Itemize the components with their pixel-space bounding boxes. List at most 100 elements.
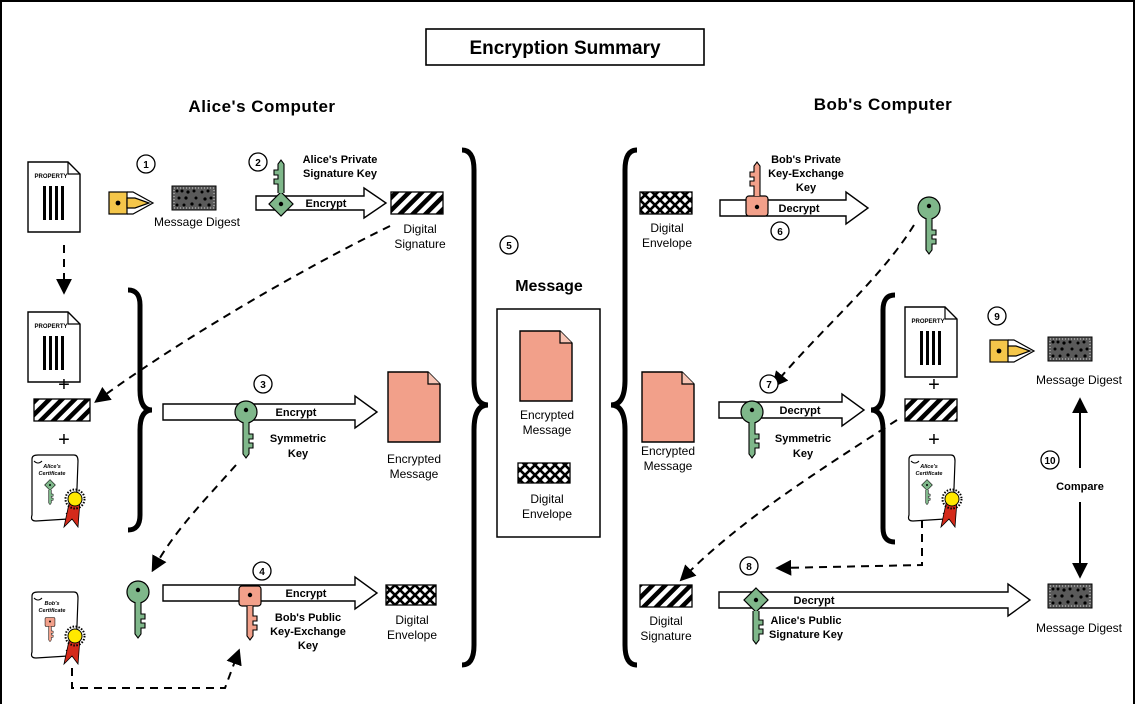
svg-text:Alice's: Alice's	[919, 464, 938, 470]
alice-plaintext-document: PROPERTY	[27, 161, 81, 233]
transmitted-envelope-icon	[517, 462, 571, 484]
step-4-marker: 4	[252, 561, 272, 581]
bob-public-key-label-2: Key-Exchange	[270, 626, 346, 638]
alice-public-key-label-1: Alice's Public	[770, 615, 841, 627]
bob-encrypted-label-1: Encrypted	[641, 444, 695, 458]
bob-digital-envelope-icon	[639, 191, 693, 215]
encrypted-message-label-2: Message	[390, 467, 439, 481]
bob-hash-function-icon	[989, 339, 1035, 363]
step-2-marker: 2	[248, 152, 268, 172]
bob-private-exchange-key-icon	[745, 161, 769, 217]
bob-public-key-label-3: Key	[298, 640, 319, 652]
svg-text:PROPERTY: PROPERTY	[34, 324, 67, 330]
digital-envelope-label-1: Digital	[395, 613, 428, 627]
message-title: Message	[515, 278, 583, 295]
svg-text:3: 3	[260, 380, 266, 391]
alice-private-key-label-2: Signature Key	[303, 168, 378, 180]
alice-certificate-icon: Alice's Certificate	[30, 454, 86, 528]
title-box: Encryption Summary	[425, 28, 705, 66]
center-envelope-label-2: Envelope	[522, 507, 572, 521]
svg-text:Bob's: Bob's	[44, 601, 59, 607]
bob-envelope-label-1: Digital	[650, 221, 683, 235]
svg-text:Certificate: Certificate	[916, 471, 943, 477]
symmetric-key-label-2: Key	[288, 448, 309, 460]
encrypt-label: Encrypt	[306, 198, 347, 210]
bob-public-key-label-1: Bob's Public	[275, 612, 341, 624]
bob-encrypted-label-2: Message	[644, 459, 693, 473]
alice-bundle-document: PROPERTY	[27, 311, 81, 383]
plus-sign: +	[58, 429, 70, 451]
decrypt-arrow-6: Decrypt	[719, 190, 870, 226]
svg-text:2: 2	[255, 158, 261, 169]
decrypt-arrow-8: Decrypt	[718, 582, 1032, 618]
hash-function-icon	[108, 191, 154, 215]
bob-symmetric-key-icon	[740, 400, 764, 459]
svg-text:Decrypt: Decrypt	[780, 405, 821, 417]
digital-signature-icon	[390, 191, 444, 215]
bob-header: Bob's Computer	[814, 95, 953, 114]
encrypt-arrow-4: Encrypt	[162, 575, 379, 611]
bob-encrypted-message-icon	[641, 371, 695, 443]
bundle-signature-icon	[33, 398, 91, 422]
bob-message-digest-icon	[1047, 336, 1093, 362]
decrypted-message-digest-icon	[1047, 583, 1093, 609]
step-5-marker: 5	[499, 235, 519, 255]
certificate-to-public-key-arrow	[775, 520, 923, 576]
encrypt-arrow-2: Encrypt	[255, 186, 388, 220]
bob-bundle-document: PROPERTY	[904, 306, 958, 378]
svg-text:9: 9	[994, 312, 1000, 323]
bob-private-key-label-1: Bob's Private	[771, 154, 841, 166]
key-down-arrow	[771, 224, 915, 388]
transmitted-encrypted-message-icon	[519, 330, 573, 402]
svg-text:Alice's: Alice's	[42, 464, 61, 470]
digital-signature-label-1: Digital	[403, 222, 436, 236]
symmetric-key-label-1: Symmetric	[270, 433, 326, 445]
symmetric-key-icon	[234, 400, 258, 459]
center-encrypted-label-2: Message	[523, 423, 572, 437]
center-encrypted-label-1: Encrypted	[520, 408, 574, 422]
bob-bundle-alice-certificate-icon: Alice's Certificate	[907, 454, 963, 528]
alice-public-signature-key-icon	[743, 587, 769, 645]
signature-down-arrow	[679, 419, 898, 582]
bob-symmetric-label-1: Symmetric	[775, 433, 831, 445]
step-3-marker: 3	[253, 374, 273, 394]
step-10-marker: 10	[1040, 450, 1060, 470]
svg-text:6: 6	[777, 227, 783, 238]
svg-text:Decrypt: Decrypt	[779, 203, 820, 215]
bob-public-exchange-key-icon	[238, 585, 262, 641]
compare-label: Compare	[1056, 481, 1104, 493]
svg-text:Certificate: Certificate	[39, 471, 66, 477]
message-digest-icon	[171, 185, 217, 211]
bob-symmetric-label-2: Key	[793, 448, 814, 460]
step-9-marker: 9	[987, 306, 1007, 326]
bob-private-key-label-3: Key	[796, 182, 817, 194]
bob-bundle-signature-icon	[904, 398, 958, 422]
bob-signature-label-1: Digital	[649, 614, 682, 628]
svg-text:10: 10	[1044, 456, 1056, 467]
digital-signature-label-2: Signature	[394, 237, 446, 251]
bob-private-key-label-2: Key-Exchange	[768, 168, 844, 180]
decrypted-digest-label: Message Digest	[1036, 621, 1123, 635]
step-6-marker: 6	[770, 221, 790, 241]
alice-encrypted-message-icon	[387, 371, 441, 443]
svg-text:4: 4	[259, 567, 265, 578]
svg-text:PROPERTY: PROPERTY	[911, 319, 944, 325]
svg-text:Encrypt: Encrypt	[276, 407, 317, 419]
bob-certificate-icon: Bob's Certificate	[30, 591, 86, 665]
alice-public-key-label-2: Signature Key	[769, 629, 844, 641]
svg-text:Decrypt: Decrypt	[794, 595, 835, 607]
encrypted-message-label-1: Encrypted	[387, 452, 441, 466]
bundle-brace	[127, 287, 153, 533]
bob-envelope-label-2: Envelope	[642, 236, 692, 250]
alice-private-key-label-1: Alice's Private	[303, 154, 378, 166]
bob-digital-signature-icon	[639, 584, 693, 608]
recovered-symmetric-key-icon	[917, 196, 941, 255]
svg-text:Certificate: Certificate	[39, 608, 66, 614]
plus-sign: +	[928, 429, 940, 451]
symmetric-key-copy-icon	[126, 580, 150, 639]
svg-text:7: 7	[766, 380, 772, 391]
svg-text:8: 8	[746, 562, 752, 573]
svg-text:5: 5	[506, 241, 512, 252]
